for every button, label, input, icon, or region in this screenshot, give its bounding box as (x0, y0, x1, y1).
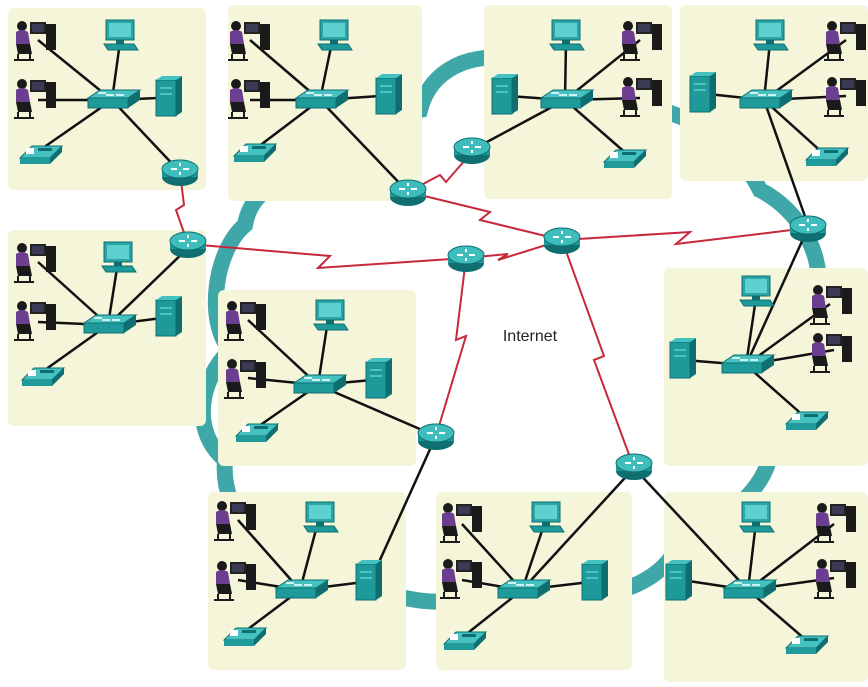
internet-label: Internet (503, 328, 558, 345)
server-icon (669, 337, 697, 379)
router-icon (417, 423, 455, 451)
desktop-icon (313, 299, 349, 331)
router-icon (453, 137, 491, 165)
router-icon (389, 179, 427, 207)
lan-links (37, 38, 847, 641)
desktop-icon (103, 19, 139, 51)
wan-links (174, 151, 809, 469)
server-icon (355, 559, 383, 601)
router-icon (169, 231, 207, 259)
server-icon (581, 559, 609, 601)
server-icon (491, 73, 519, 115)
router-icon (615, 453, 653, 481)
desktop-icon (549, 19, 585, 51)
server-icon (689, 71, 717, 113)
router-icon (161, 159, 199, 187)
router-icon (447, 245, 485, 273)
desktop-icon (101, 241, 137, 273)
router-icon (543, 227, 581, 255)
desktop-icon (739, 275, 775, 307)
desktop-icon (303, 501, 339, 533)
desktop-icon (739, 501, 775, 533)
desktop-icon (317, 19, 353, 51)
server-icon (155, 295, 183, 337)
server-icon (665, 559, 693, 601)
desktop-icon (529, 501, 565, 533)
desktop-icon (753, 19, 789, 51)
router-icon (789, 215, 827, 243)
server-icon (155, 75, 183, 117)
server-icon (365, 357, 393, 399)
server-icon (375, 73, 403, 115)
